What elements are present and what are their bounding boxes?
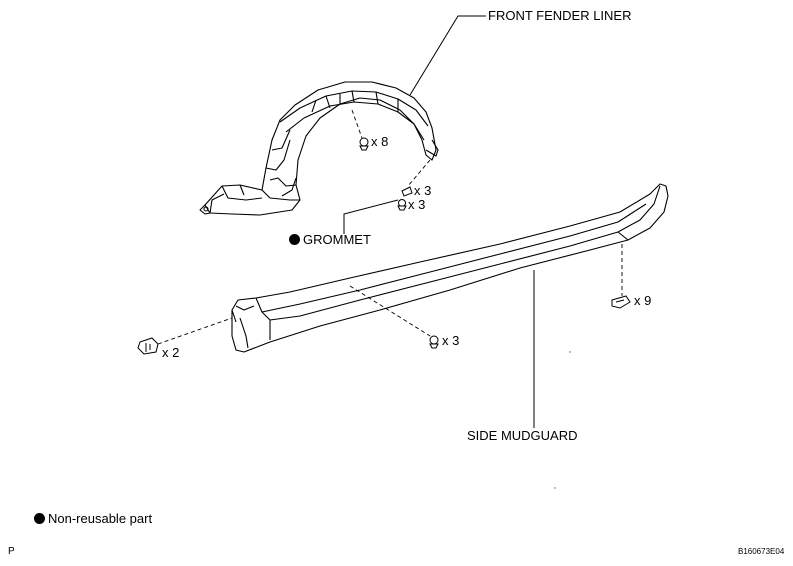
installation-lines [157,109,623,345]
grommet-text: GROMMET [303,232,371,247]
front-fender-liner-part [199,81,439,216]
legend-dot-icon [34,513,45,524]
screw-liner-icon [397,199,407,211]
leader-lines [343,15,535,428]
clip-liner-icon [401,186,413,197]
legend-text: Non-reusable part [48,511,153,526]
qty-bolt-mudguard-front: x 2 [162,345,180,360]
screw-liner-top-icon [359,137,369,151]
qty-screw-liner-top: x 8 [371,134,389,149]
fasteners [137,137,631,355]
qty-clip-liner: x 3 [414,183,432,198]
qty-screw-liner: x 3 [408,197,426,212]
front-fender-liner-label: FRONT FENDER LINER [488,8,632,23]
bolt-mudguard-front-icon [137,337,159,355]
qty-nut-mudguard-rear: x 9 [634,293,652,308]
grommet-label: GROMMET [289,233,371,247]
footer-left-mark: P [8,546,15,557]
qty-screw-mudguard-mid: x 3 [442,333,460,348]
non-reusable-dot-icon [289,234,300,245]
side-mudguard-part [231,183,669,353]
nut-mudguard-rear-icon [611,295,631,309]
scan-marks [554,351,571,489]
legend-non-reusable: Non-reusable part [34,512,152,526]
screw-mudguard-mid-icon [429,335,439,349]
side-mudguard-label: SIDE MUDGUARD [467,428,578,443]
illustration-code: B160673E04 [738,547,785,556]
